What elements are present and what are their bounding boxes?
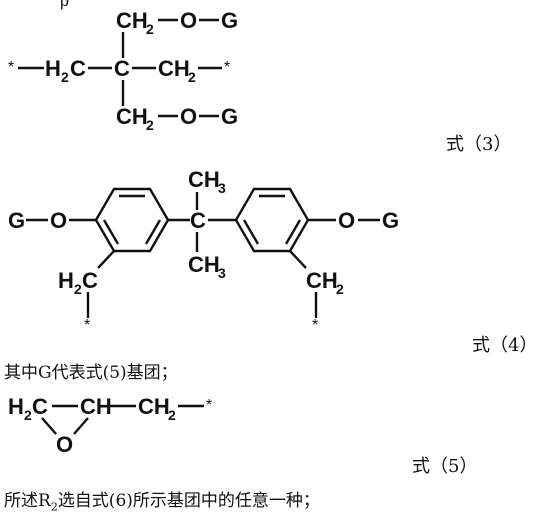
formula-5-structure: H 2 C CH CH 2 * O <box>8 394 212 457</box>
f3-top-g: G <box>221 8 238 33</box>
f3-top-ch-sub: 2 <box>146 21 154 37</box>
f3-top-o: O <box>180 8 197 33</box>
f4-right-o: O <box>338 208 355 233</box>
g-definition-text: 其中G代表式(5)基团； <box>4 363 178 383</box>
f3-bot-g: G <box>221 104 238 129</box>
f4-right-ring <box>234 187 310 253</box>
f5-ch: CH <box>80 394 112 419</box>
f4-left-ch2-bond <box>97 250 115 269</box>
f3-right-ch-sub: 2 <box>188 69 196 85</box>
f5-ch2: CH <box>138 394 170 419</box>
f4-left-c: C <box>82 268 98 293</box>
f5-c: C <box>32 394 48 419</box>
r2-definition-text: 所述R2选自式(6)所示基团中的任意一种； <box>4 486 320 513</box>
f4-ch3-top: CH <box>188 167 220 192</box>
f3-left-h: H <box>45 56 61 81</box>
top-fragment-text: p <box>60 0 69 10</box>
f4-ch3-bot: CH <box>188 252 220 277</box>
f4-left-ring-double-2 <box>144 219 162 245</box>
formula-4-label: 式（4） <box>472 335 538 356</box>
f5-o: O <box>56 432 73 457</box>
f4-right-ch-sub: 2 <box>336 281 344 297</box>
formula-3-structure: CH 2 O G * H 2 C C CH 2 * CH 2 <box>8 8 238 133</box>
f3-left-star: * <box>8 59 14 76</box>
f4-right-ring-double-2 <box>284 219 302 245</box>
f4-left-star: * <box>84 317 90 334</box>
f3-bot-ch: CH <box>116 104 148 129</box>
f4-left-ring-double-3 <box>102 219 120 245</box>
f5-ring-right <box>73 417 89 435</box>
f4-left-h-sub: 2 <box>74 281 82 297</box>
r2-prefix: 所述R <box>4 491 51 511</box>
r2-subscript: 2 <box>50 500 58 514</box>
f5-ch2-sub: 2 <box>168 407 176 423</box>
f4-center-c: C <box>190 208 206 233</box>
f4-right-ring-double-3 <box>242 219 260 245</box>
f3-right-ch: CH <box>158 56 190 81</box>
f3-left-h-sub: 2 <box>61 69 69 85</box>
f3-center-c: C <box>114 56 130 81</box>
f4-right-ch: CH <box>306 268 338 293</box>
f3-bot-ch-sub: 2 <box>146 117 154 133</box>
f3-left-c: C <box>70 56 86 81</box>
formula-4-structure: G O CH 3 C CH 3 <box>8 167 399 334</box>
f4-left-o: O <box>50 208 67 233</box>
f4-left-g: G <box>8 208 25 233</box>
f3-top-ch: CH <box>116 8 148 33</box>
f4-ch3-bot-sub: 3 <box>218 265 226 281</box>
f4-right-star: * <box>312 317 318 334</box>
f3-bot-o: O <box>180 104 197 129</box>
f3-right-star: * <box>224 59 230 76</box>
f5-h: H <box>8 394 24 419</box>
f4-left-h: H <box>58 268 74 293</box>
formula-3-label: 式（3） <box>446 134 512 155</box>
f5-star: * <box>206 397 212 414</box>
formula-5-label: 式（5） <box>412 456 478 477</box>
f4-right-ch2-bond <box>289 250 307 269</box>
f4-left-ring <box>94 187 170 253</box>
f4-ch3-top-sub: 3 <box>218 180 226 196</box>
f5-h-sub: 2 <box>24 407 32 423</box>
r2-suffix: 选自式(6)所示基团中的任意一种； <box>57 491 320 511</box>
f5-ring-left <box>41 417 57 435</box>
f4-right-g: G <box>382 208 399 233</box>
